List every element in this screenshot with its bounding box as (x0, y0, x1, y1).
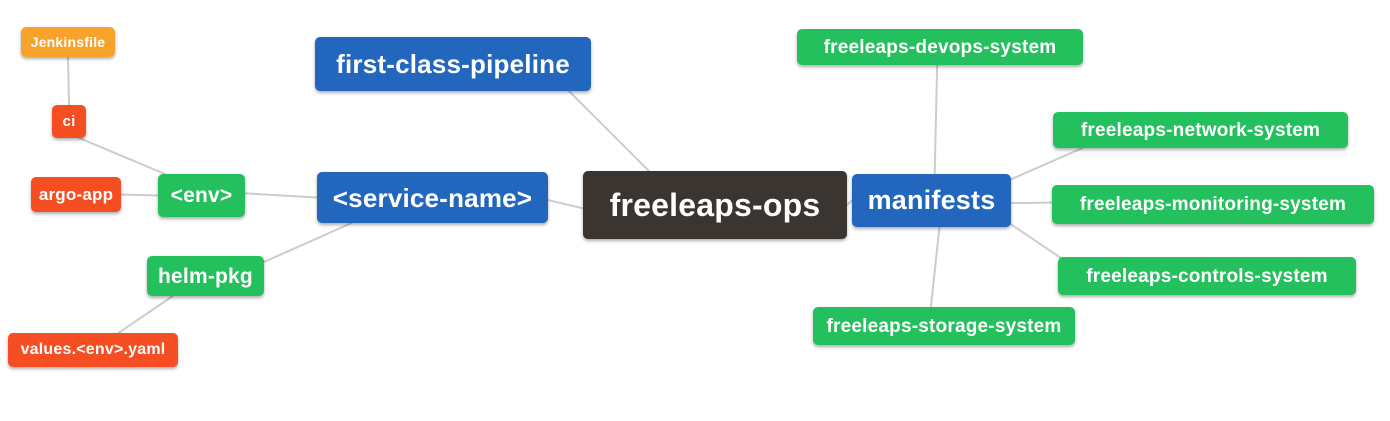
node-freeleaps-ops[interactable]: freeleaps-ops (583, 171, 847, 239)
node-freeleaps-devops-system[interactable]: freeleaps-devops-system (797, 29, 1083, 65)
node-helm-pkg[interactable]: helm-pkg (147, 256, 264, 296)
node-freeleaps-controls-system[interactable]: freeleaps-controls-system (1058, 257, 1356, 295)
node-helm-pkg-label: helm-pkg (158, 264, 253, 288)
node-ci-label: ci (62, 113, 76, 130)
node-freeleaps-monitoring-system-label: freeleaps-monitoring-system (1079, 194, 1347, 215)
node-manifests[interactable]: manifests (852, 174, 1011, 227)
node-freeleaps-controls-system-label: freeleaps-controls-system (1086, 265, 1328, 287)
node-manifests-label: manifests (867, 185, 996, 215)
node-freeleaps-storage-system[interactable]: freeleaps-storage-system (813, 307, 1075, 345)
node-freeleaps-devops-system-label: freeleaps-devops-system (823, 36, 1057, 58)
node-argo-app-label: argo-app (38, 185, 114, 204)
node-freeleaps-storage-system-label: freeleaps-storage-system (826, 315, 1062, 337)
node-freeleaps-network-system-label: freeleaps-network-system (1080, 119, 1321, 141)
node-freeleaps-network-system[interactable]: freeleaps-network-system (1053, 112, 1348, 148)
node-freeleaps-monitoring-system[interactable]: freeleaps-monitoring-system (1052, 185, 1374, 224)
node-jenkinsfile[interactable]: Jenkinsfile (21, 27, 115, 57)
node-ci[interactable]: ci (52, 105, 86, 138)
node-first-class-pipeline-label: first-class-pipeline (336, 49, 570, 79)
node-service-name-label: <service-name> (332, 182, 533, 213)
node-first-class-pipeline[interactable]: first-class-pipeline (315, 37, 591, 91)
node-env[interactable]: <env> (158, 174, 245, 217)
node-argo-app[interactable]: argo-app (31, 177, 121, 212)
node-service-name[interactable]: <service-name> (317, 172, 548, 223)
node-jenkinsfile-label: Jenkinsfile (30, 34, 106, 50)
node-freeleaps-ops-label: freeleaps-ops (609, 187, 821, 223)
node-values-env-yaml[interactable]: values.<env>.yaml (8, 333, 178, 367)
node-values-env-yaml-label: values.<env>.yaml (20, 341, 166, 358)
node-env-label: <env> (170, 184, 233, 207)
